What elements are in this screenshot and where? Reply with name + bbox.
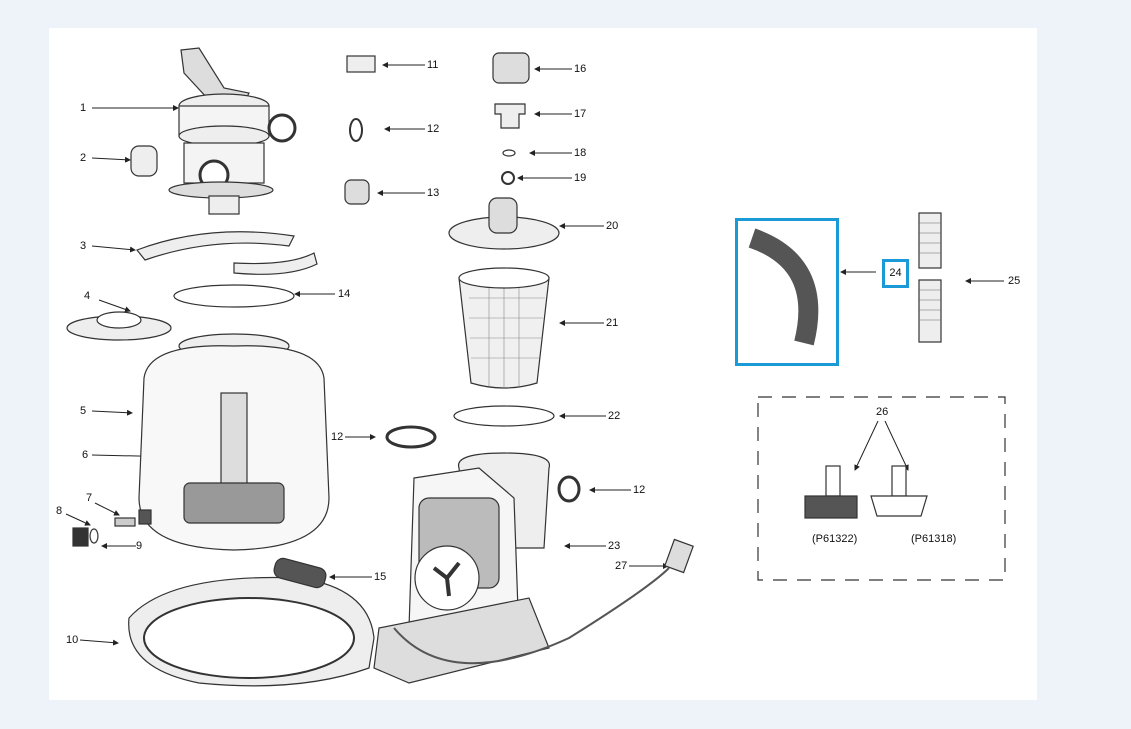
- o-ring-part-14: [173, 284, 295, 308]
- pressure-gauge-part: [130, 145, 158, 177]
- o-ring-part-18: [502, 149, 516, 157]
- valve-clamp-part: [136, 231, 295, 261]
- o-ring-part-12c: [557, 475, 581, 503]
- adapter-p61318-part: [891, 465, 907, 497]
- o-ring-part-12: [349, 118, 363, 142]
- label-12[interactable]: 12: [427, 123, 440, 135]
- label-25[interactable]: 25: [1008, 275, 1021, 287]
- o-ring-part-22: [453, 405, 555, 427]
- label-27[interactable]: 27: [615, 560, 628, 572]
- label-7[interactable]: 7: [86, 492, 93, 504]
- adapter-p61322-part: [825, 465, 841, 497]
- label-26[interactable]: 26: [876, 406, 889, 418]
- o-ring-part-12b: [385, 425, 437, 449]
- exploded-parts-drawing: [65, 47, 1006, 687]
- label-20[interactable]: 20: [606, 220, 619, 232]
- label-17[interactable]: 17: [574, 108, 587, 120]
- part-number-p61322: (P61322): [812, 533, 858, 545]
- lock-nut-part-16: [492, 52, 530, 84]
- label-24-highlighted[interactable]: 24: [882, 259, 909, 288]
- label-5[interactable]: 5: [80, 405, 87, 417]
- valve-part-17: [494, 103, 526, 129]
- multiport-valve-part: [168, 47, 297, 215]
- label-15[interactable]: 15: [374, 571, 387, 583]
- spring-part: [114, 517, 136, 527]
- label-23[interactable]: 23: [608, 540, 621, 552]
- label-8[interactable]: 8: [56, 505, 63, 517]
- label-19[interactable]: 19: [574, 172, 587, 184]
- hose-fitting-part-15: [273, 557, 327, 589]
- part-26-options-box: [757, 396, 1006, 581]
- drain-cap-part: [72, 527, 89, 547]
- label-16[interactable]: 16: [574, 63, 587, 75]
- label-6[interactable]: 6: [82, 449, 89, 461]
- label-12b[interactable]: 12: [331, 431, 344, 443]
- label-14[interactable]: 14: [338, 288, 351, 300]
- label-21[interactable]: 21: [606, 317, 619, 329]
- label-2[interactable]: 2: [80, 152, 87, 164]
- hose-part-25: [918, 212, 942, 269]
- label-12c[interactable]: 12: [633, 484, 646, 496]
- parts-diagram-panel: 1 2 3 4 5 6 7 8 9 10 11 12 13 14 15 16 1…: [49, 28, 1037, 700]
- label-9[interactable]: 9: [136, 540, 143, 552]
- pump-motor-part: [373, 452, 694, 684]
- label-11[interactable]: 11: [427, 59, 439, 71]
- label-22[interactable]: 22: [608, 410, 621, 422]
- nut-part-19: [501, 171, 515, 185]
- hose-part-24: [748, 228, 819, 346]
- label-1[interactable]: 1: [80, 102, 87, 114]
- label-3[interactable]: 3: [80, 240, 87, 252]
- sand-tank-part: [138, 333, 330, 551]
- label-18[interactable]: 18: [574, 147, 587, 159]
- part-number-p61318: (P61318): [911, 533, 957, 545]
- label-13[interactable]: 13: [427, 187, 440, 199]
- label-4[interactable]: 4: [84, 290, 91, 302]
- cap-part-13: [344, 179, 370, 205]
- hose-adapter-part: [346, 55, 376, 73]
- highlight-hose-24: [735, 218, 839, 366]
- label-10[interactable]: 10: [66, 634, 79, 646]
